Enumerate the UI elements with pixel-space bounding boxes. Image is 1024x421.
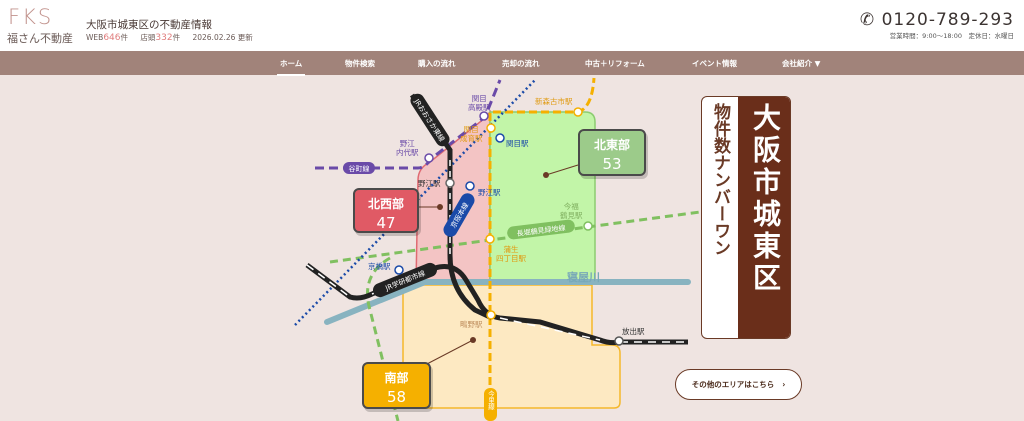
nav-company[interactable]: 会社紹介 ▼ [782,59,821,68]
label-tanimachi: 谷町線 [343,162,375,174]
area-northeast[interactable]: 北東部 53 [578,129,646,176]
phone-text: 0120-789-293 [881,10,1014,30]
other-areas-button[interactable]: その他のエリアはこちら › [675,369,802,400]
main-nav: ホーム 物件検索 購入の流れ 売却の流れ 中古＋リフォーム イベント情報 会社紹… [0,51,1024,76]
logo-name: 福さん不動産 [7,32,73,45]
logo[interactable]: FKS 福さん不動産 [6,5,73,45]
station-sekime-seiiku[interactable] [486,123,496,133]
store-unit: 件 [172,33,181,42]
header: FKS 福さん不動産 大阪市城東区の不動産情報 WEB646件 店頭332件 2… [0,0,1024,51]
nav-reform[interactable]: 中古＋リフォーム [585,59,645,68]
line-nagahori-branch [366,256,400,421]
label-noe-keihan: 野江駅 [478,188,501,197]
store-label: 店頭 [140,33,156,42]
label-imazato: 今里線 [484,388,497,421]
northeast-marker [543,172,549,178]
tanimachi-label: 谷町線 [349,164,370,173]
listing-counts: WEB646件 店頭332件 2026.02.26 更新 [86,32,253,43]
logo-mark: FKS [8,5,54,29]
station-gamo[interactable] [485,234,495,244]
station-shinmori[interactable] [573,107,583,117]
imazato-label: 今里線 [487,389,495,410]
area-count: 58 [386,388,407,406]
river-neyagawa [324,279,691,325]
label-noe-uchindai: 野江 内代駅 [396,139,419,157]
area-name: 北東部 [593,138,630,152]
station-imafuku[interactable] [583,221,593,231]
label-noe-jr: 野江駅 [418,179,441,188]
area-name: 南部 [384,371,409,385]
station-kyobashi[interactable] [394,265,404,275]
area-south[interactable]: 南部 58 [362,362,431,409]
area-northwest[interactable]: 北西部 47 [353,188,419,233]
area-count: 47 [376,214,396,232]
station-sekime[interactable] [495,133,505,143]
count-unit: 件 [120,33,129,42]
line-jr-east [409,93,494,321]
station-shigino[interactable] [486,310,496,320]
south-marker [470,337,476,343]
label-sekime-seiiku: 関目 成育駅 [460,125,483,143]
label-kyobashi: 京橋駅 [368,262,391,271]
label-sekime: 関目駅 [506,139,529,148]
phone-icon: ✆ [859,10,876,30]
nav-events[interactable]: イベント情報 [692,59,737,68]
station-hanaten[interactable] [614,336,624,346]
other-areas-label: その他のエリアはこちら [691,380,775,389]
area-name: 北西部 [367,197,404,211]
web-label: WEB [86,33,104,42]
title-main: 大阪市城東区 [738,97,790,338]
label-nagahori: 長堀鶴見緑地線 [507,219,575,240]
label-gamo: 蒲生 四丁目駅 [496,245,526,263]
chevron-right-icon: › [782,380,786,389]
jr-east-label: JRおおさか東線 [412,96,447,143]
area-northeast-region [489,111,596,284]
nav-home[interactable]: ホーム [276,59,306,76]
site-title: 大阪市城東区の不動産情報 [86,19,212,31]
nav-sale-flow[interactable]: 売却の流れ [502,59,540,68]
store-count: 332 [155,33,173,43]
phone-number[interactable]: ✆ 0120-789-293 [860,10,1014,30]
station-noe-uchindai[interactable] [424,153,434,163]
station-sekime-takadono[interactable] [479,111,489,121]
river-label: 寝屋川 [567,270,600,284]
title-subtitle: 物件数ナンバーワン [710,103,730,256]
area-count: 53 [602,155,622,173]
label-imafuku: 今福 鶴見駅 [560,202,583,220]
label-sekime-takadono: 関目 高殿駅 [468,94,491,112]
area-south-region [402,284,621,409]
label-hanaten: 放出駅 [622,327,645,336]
label-shigino: 鴫野駅 [460,320,483,329]
title-banner: 物件数ナンバーワン 大阪市城東区 [701,96,791,339]
label-shinmori: 新森古市駅 [535,97,573,106]
business-hours: 営業時間：9:00〜18:00 定休日：水曜日 [889,32,1014,40]
web-count: 646 [103,33,121,43]
station-noe-jr[interactable] [445,178,455,188]
northwest-marker [437,204,443,210]
nav-property-search[interactable]: 物件検索 [345,59,375,68]
updated-date: 2026.02.26 更新 [192,33,253,42]
nav-purchase-flow[interactable]: 購入の流れ [418,59,456,68]
station-noe-keihan[interactable] [465,181,475,191]
line-jr-gakken [305,262,688,346]
